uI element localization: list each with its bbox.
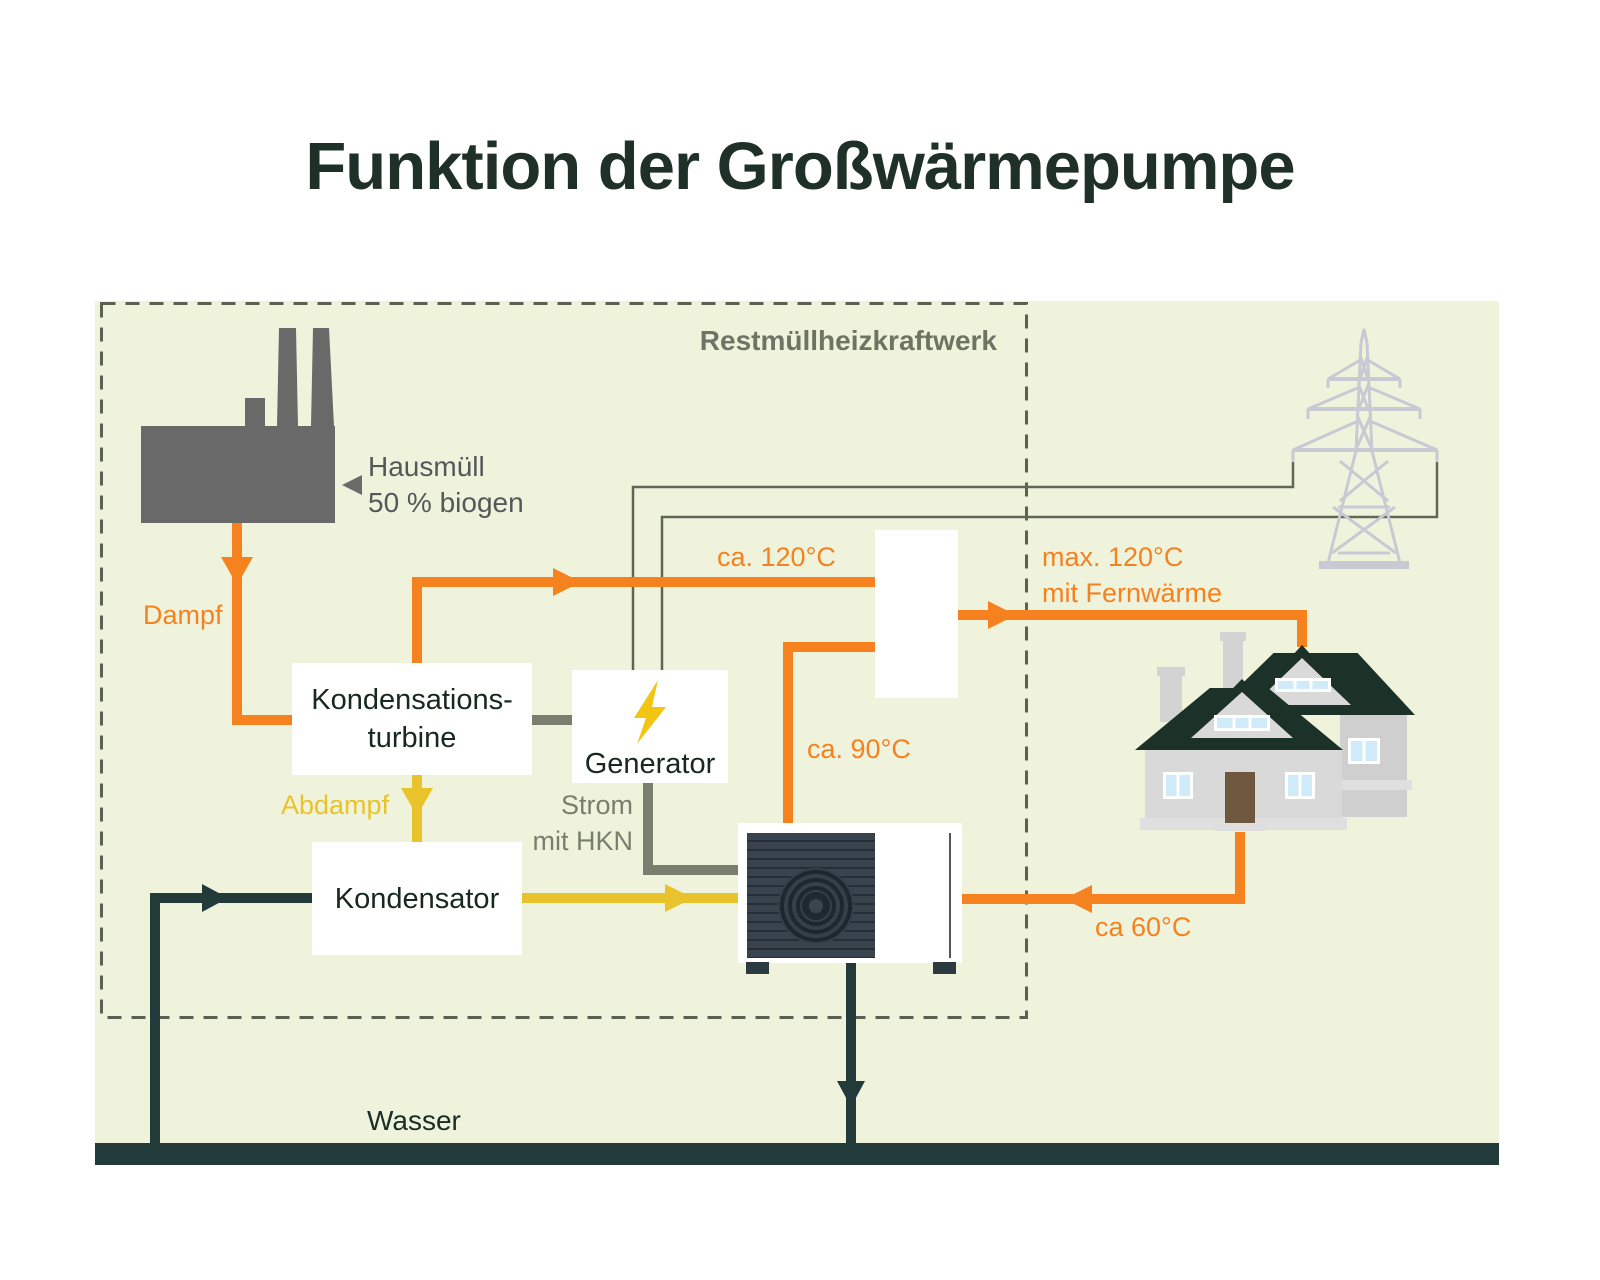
condenser-out-arrow <box>665 884 693 912</box>
district-arrow <box>988 601 1016 629</box>
electricity-pipe <box>532 715 738 875</box>
electricity-line1: Strom <box>560 790 633 820</box>
turbine-label-line2: turbine <box>367 722 457 754</box>
lightning-icon <box>634 680 666 744</box>
pump-foot-left <box>746 962 769 974</box>
back-house-window <box>1348 738 1380 764</box>
pylon-icon <box>1291 328 1439 569</box>
water-label: Wasser <box>367 1105 461 1136</box>
back-dormer-window <box>1275 678 1331 692</box>
back-chimney <box>1223 637 1243 693</box>
turbine-box: Kondensations- turbine <box>292 663 532 775</box>
condenser-box: Kondensator <box>312 842 522 955</box>
turbine-label-line1: Kondensations- <box>311 684 513 716</box>
front-window-right <box>1285 772 1315 799</box>
pump-panel-line <box>949 833 951 958</box>
front-dormer-window <box>1214 715 1270 731</box>
generator-label: Generator <box>584 748 716 780</box>
return-60-arrow <box>1064 885 1092 913</box>
diagram-canvas: Kondensations- turbine Generator Kondens… <box>95 301 1499 1165</box>
temp-60-label: ca 60°C <box>1095 912 1192 942</box>
plant-boundary-box <box>100 302 1028 1019</box>
back-chimney-cap <box>1220 632 1246 641</box>
condenser-label: Kondensator <box>334 882 500 915</box>
temp-120-label: ca. 120°C <box>717 542 836 572</box>
back-house-wall <box>1340 715 1407 817</box>
water-arrow-right <box>202 884 228 912</box>
dampf-arrow <box>221 557 253 585</box>
waste-input-line2: 50 % biogen <box>368 487 524 518</box>
pump-fan <box>778 868 854 944</box>
district-heating-line2: mit Fernwärme <box>1042 578 1223 608</box>
front-chimney-cap <box>1157 667 1185 676</box>
steam-heat-pipes <box>232 523 1307 904</box>
pump-fan-hub <box>802 892 830 920</box>
temp-90-label: ca. 90°C <box>807 734 911 764</box>
hot-120-arrow <box>553 568 581 596</box>
steam-label: Dampf <box>143 600 223 630</box>
flow-lines <box>100 302 1439 1154</box>
generator-box: Generator <box>572 670 728 783</box>
back-house-base <box>1335 780 1412 790</box>
heat-pump-icon <box>738 823 962 974</box>
front-door <box>1225 772 1255 823</box>
factory-icon <box>141 328 335 523</box>
water-bar <box>95 1143 1499 1165</box>
pump-foot-right <box>933 962 956 974</box>
waste-input-line1: Hausmüll <box>368 451 485 482</box>
front-doorstep <box>1215 823 1265 831</box>
front-window-left <box>1163 772 1193 799</box>
heat-exchanger-box <box>875 530 958 698</box>
district-heating-label: max. 120°C mit Fernwärme <box>1042 539 1222 611</box>
pump-grille <box>747 833 875 958</box>
water-arrow-down <box>837 1081 865 1107</box>
electricity-label: Strom mit HKN <box>533 787 634 859</box>
page-title: Funktion der Großwärmepumpe <box>305 129 1295 204</box>
plant-boundary-label: Restmüllheizkraftwerk <box>699 325 997 356</box>
waste-arrow-icon <box>342 475 362 495</box>
exhaust-steam-label: Abdampf <box>281 790 390 820</box>
abdampf-arrow <box>401 788 433 816</box>
front-chimney <box>1160 672 1182 722</box>
district-heating-line1: max. 120°C <box>1042 542 1184 572</box>
water-pipes <box>150 893 856 1154</box>
waste-input-label: Hausmüll 50 % biogen <box>368 449 524 521</box>
electricity-line2: mit HKN <box>532 826 634 856</box>
